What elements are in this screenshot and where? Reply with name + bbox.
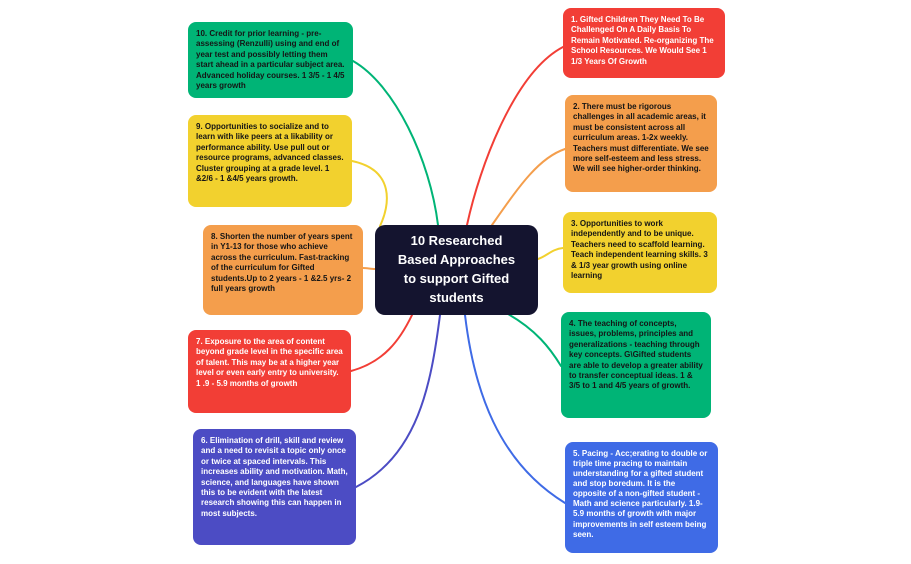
branch-node-9[interactable]: 9. Opportunities to socialize and to lea… <box>188 115 352 207</box>
connector-branch-9 <box>351 160 388 227</box>
connector-branch-2 <box>491 148 566 226</box>
connector-branch-1 <box>466 46 564 226</box>
central-topic-label: 10 Researched Based Approaches to suppor… <box>397 233 516 305</box>
branch-node-7[interactable]: 7. Exposure to the area of content beyon… <box>188 330 351 413</box>
branch-node-1-label: 1. Gifted Children They Need To Be Chall… <box>571 15 714 66</box>
connector-branch-4 <box>507 313 562 367</box>
connector-branch-8 <box>362 267 376 270</box>
connector-branch-6 <box>355 314 441 488</box>
branch-node-10[interactable]: 10. Credit for prior learning - pre-asse… <box>188 22 353 99</box>
branch-node-3-label: 3. Opportunities to work independently a… <box>571 219 708 280</box>
branch-node-3[interactable]: 3. Opportunities to work independently a… <box>563 212 717 293</box>
branch-node-2-label: 2. There must be rigorous challenges in … <box>573 102 709 174</box>
connector-branch-10 <box>352 60 439 226</box>
branch-node-6-label: 6. Elimination of drill, skill and revie… <box>201 436 348 518</box>
branch-node-9-label: 9. Opportunities to socialize and to lea… <box>196 122 344 183</box>
branch-node-10-label: 10. Credit for prior learning - pre-asse… <box>196 29 345 90</box>
branch-node-8-label: 8. Shorten the number of years spent in … <box>211 232 353 293</box>
branch-node-6[interactable]: 6. Elimination of drill, skill and revie… <box>193 429 356 545</box>
branch-node-8[interactable]: 8. Shorten the number of years spent in … <box>203 225 363 315</box>
branch-node-4[interactable]: 4. The teaching of concepts, issues, pro… <box>561 312 711 418</box>
branch-node-7-label: 7. Exposure to the area of content beyon… <box>196 337 343 388</box>
branch-node-4-label: 4. The teaching of concepts, issues, pro… <box>569 319 703 391</box>
branch-node-1[interactable]: 1. Gifted Children They Need To Be Chall… <box>563 8 725 78</box>
branch-node-5-label: 5. Pacing - Acc;erating to double or tri… <box>573 449 708 539</box>
connector-branch-3 <box>537 247 564 260</box>
branch-node-2[interactable]: 2. There must be rigorous challenges in … <box>565 95 717 192</box>
connector-branch-7 <box>350 314 413 372</box>
connector-branch-5 <box>464 314 566 504</box>
central-topic-node[interactable]: 10 Researched Based Approaches to suppor… <box>375 225 538 315</box>
branch-node-5[interactable]: 5. Pacing - Acc;erating to double or tri… <box>565 442 718 553</box>
